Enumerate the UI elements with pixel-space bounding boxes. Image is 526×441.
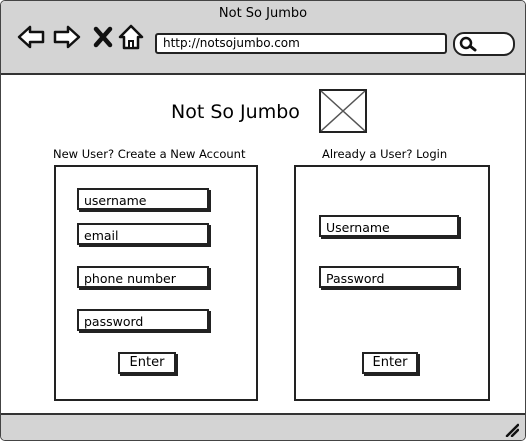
login-username-field[interactable]: Username (319, 215, 459, 237)
home-icon[interactable] (117, 23, 145, 51)
signup-email-field[interactable]: email (77, 223, 209, 245)
signup-enter-button[interactable]: Enter (118, 352, 176, 374)
login-password-field[interactable]: Password (319, 266, 459, 288)
back-arrow-icon[interactable] (17, 23, 45, 51)
close-x-icon[interactable] (89, 23, 117, 51)
image-placeholder-icon (319, 89, 367, 133)
signup-phone-field[interactable]: phone number (77, 266, 209, 288)
address-bar[interactable]: http://notsojumbo.com (155, 33, 447, 54)
signup-username-field[interactable]: username (77, 188, 209, 210)
window-title: Not So Jumbo (218, 6, 308, 21)
browser-toolbar: Not So Jumbo http://notsojumbo.com (1, 1, 525, 75)
login-heading: Already a User? Login (322, 147, 448, 161)
signup-heading: New User? Create a New Account (53, 147, 246, 161)
login-enter-button[interactable]: Enter (362, 352, 418, 374)
status-bar (1, 413, 525, 440)
search-icon (459, 36, 477, 52)
signup-password-field[interactable]: password (77, 309, 209, 331)
site-title: Not So Jumbo (171, 101, 300, 123)
search-box[interactable] (453, 32, 515, 56)
forward-arrow-icon[interactable] (53, 23, 81, 51)
resize-grip-icon[interactable] (505, 422, 520, 438)
